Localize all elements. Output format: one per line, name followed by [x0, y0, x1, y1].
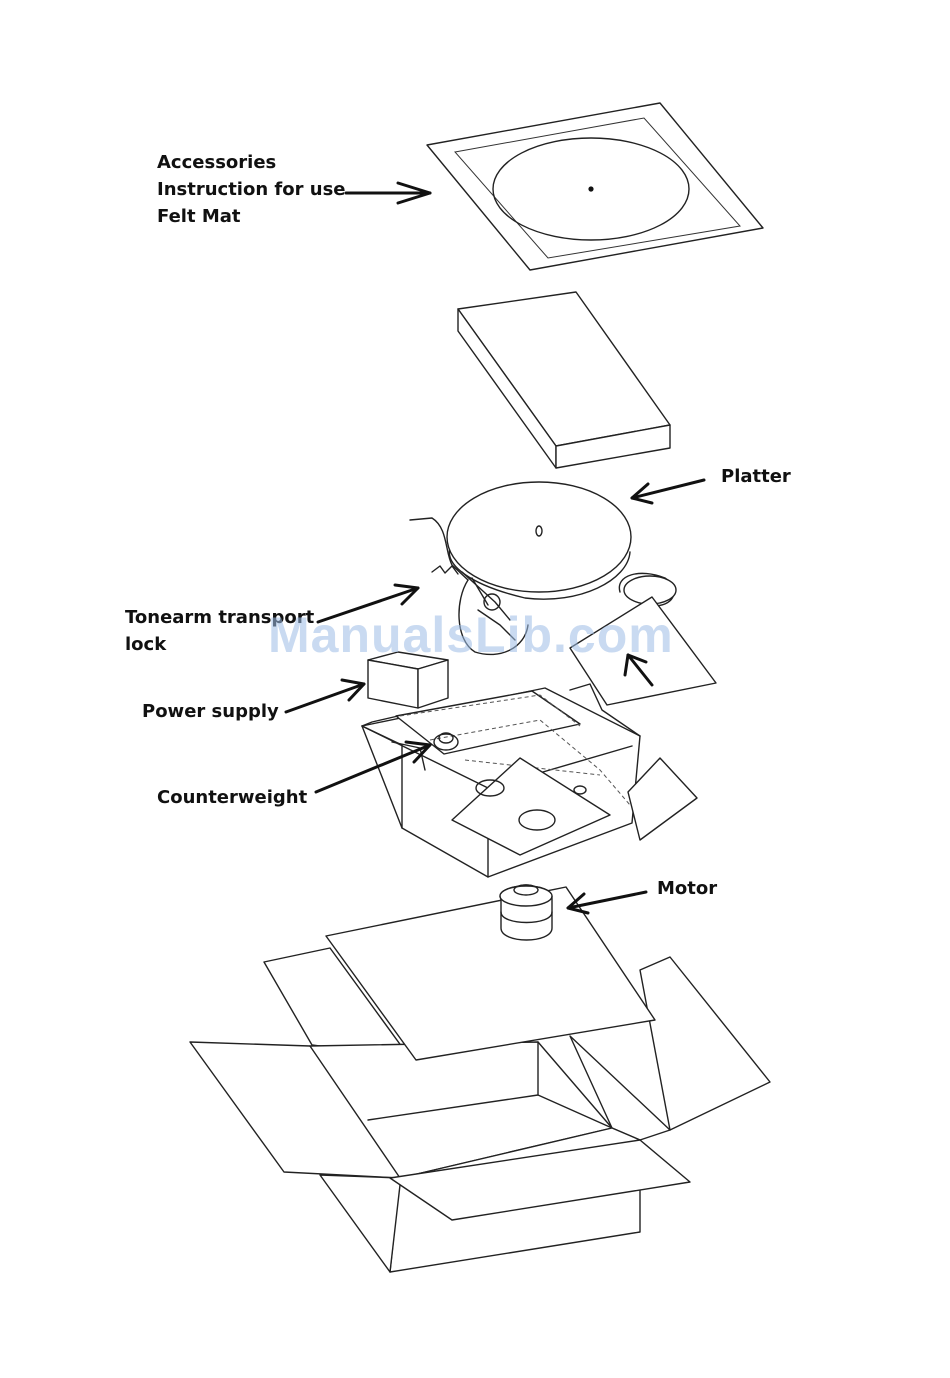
label-accessories-line-1: Accessories — [157, 149, 346, 176]
shipping-box — [190, 885, 770, 1272]
label-counterweight: Counterweight — [157, 784, 307, 811]
accessories-sheet — [427, 103, 763, 270]
label-accessories: Accessories Instruction for use Felt Mat — [157, 149, 346, 230]
label-platter: Platter — [721, 463, 791, 490]
arrow-power-supply — [286, 680, 364, 712]
arrow-platter — [632, 480, 704, 503]
arrow-motor — [568, 892, 646, 913]
label-accessories-line-2: Instruction for use — [157, 176, 346, 203]
label-power-supply: Power supply — [142, 698, 279, 725]
label-accessories-line-3: Felt Mat — [157, 203, 346, 230]
side-flap — [628, 758, 697, 840]
foam-insert-tray — [362, 684, 640, 877]
label-motor: Motor — [657, 875, 717, 902]
platter — [447, 482, 631, 592]
foam-block — [458, 292, 670, 468]
watermark: ManualsLib.com — [268, 606, 674, 664]
arrow-accessories — [346, 183, 430, 203]
